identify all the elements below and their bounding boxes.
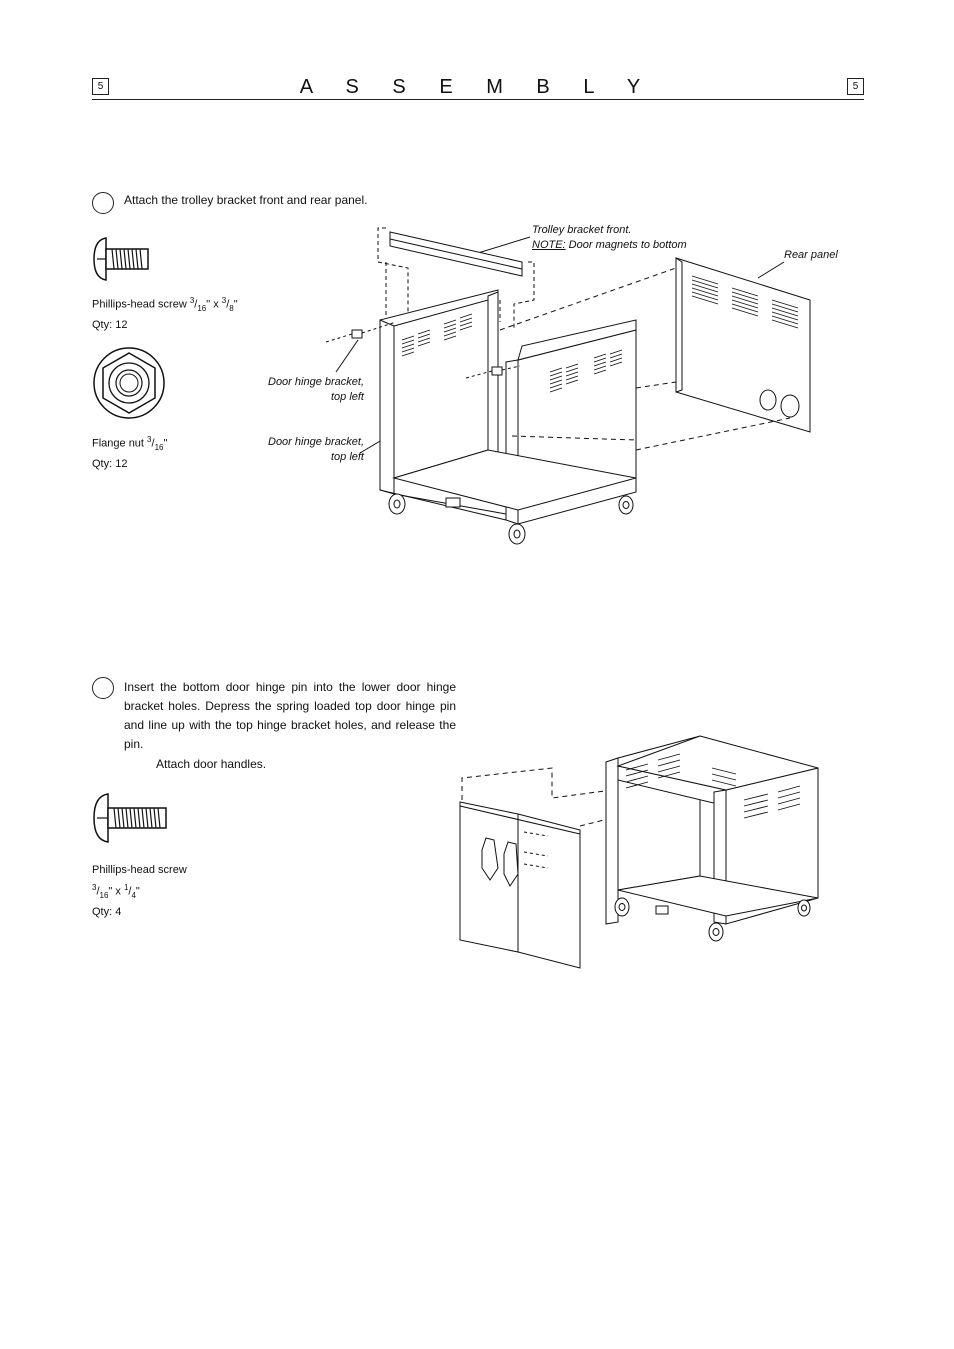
page-number-right: 5 (847, 78, 864, 95)
step-2-marker (92, 677, 114, 699)
hinge1-line1: Door hinge bracket, (268, 376, 364, 388)
nut-name: Flange nut (92, 437, 144, 450)
screw-size-num: 3 (189, 296, 195, 305)
screw-caption-2: Phillips-head screw 3/16" x 1/4" Qty: 4 (92, 864, 187, 918)
screw2-qty: Qty: 4 (92, 905, 122, 918)
page-number-left: 5 (92, 78, 109, 95)
trolley-bracket-text: Trolley bracket front. (532, 224, 632, 236)
screw2-size-num: 3 (92, 883, 97, 892)
step-2-instruction-2: Attach door handles. (156, 757, 267, 771)
hinge1-line2: top left (330, 391, 364, 403)
screw-size2-num: 3 (221, 296, 227, 305)
screw-name: Phillips-head screw (92, 298, 187, 311)
note-text: Door magnets to bottom (565, 239, 687, 251)
screw-size2-den: 8 (229, 303, 234, 313)
rear-panel-label: Rear panel (784, 249, 838, 261)
screw2-name: Phillips-head screw (92, 864, 187, 876)
screw-qty: Qty: 12 (92, 318, 128, 331)
screw2-size-den: 16 (99, 890, 109, 900)
hinge2-line1: Door hinge bracket, (268, 436, 364, 448)
screw-caption-1: Phillips-head screw 3/16" x 3/8" Qty: 12 (92, 296, 238, 331)
step-1-marker (92, 192, 114, 214)
step-1-instruction: Attach the trolley bracket front and rea… (124, 193, 368, 207)
note-prefix: NOTE: (532, 239, 566, 251)
nut-qty: Qty: 12 (92, 457, 128, 470)
screw-size-tail: " x (206, 298, 222, 311)
trolley-bracket-label: Trolley bracket front. NOTE: Door magnet… (532, 223, 687, 253)
flange-nut-icon (93, 347, 165, 419)
nut-caption: Flange nut 3/16" Qty: 12 (92, 435, 168, 470)
screw2-size2-den: 4 (131, 890, 136, 900)
hinge2-line2: top left (330, 451, 364, 463)
page-title: A S S E M B L Y (299, 76, 655, 98)
screw2-size2-num: 1 (123, 883, 129, 892)
phillips-screw-icon (93, 237, 149, 281)
phillips-screw-icon-long (93, 793, 167, 843)
screw2-size-tail: " x (108, 885, 124, 898)
nut-size-num: 3 (147, 435, 152, 444)
hinge-bracket-label-1: Door hinge bracket, top left (262, 375, 364, 405)
hinge-bracket-label-2: Door hinge bracket, top left (262, 435, 364, 465)
screw-size-den: 16 (197, 303, 207, 313)
nut-size-den: 16 (154, 442, 164, 452)
step-2-instruction: Insert the bottom door hinge pin into th… (124, 680, 456, 751)
header-rule (92, 99, 864, 100)
